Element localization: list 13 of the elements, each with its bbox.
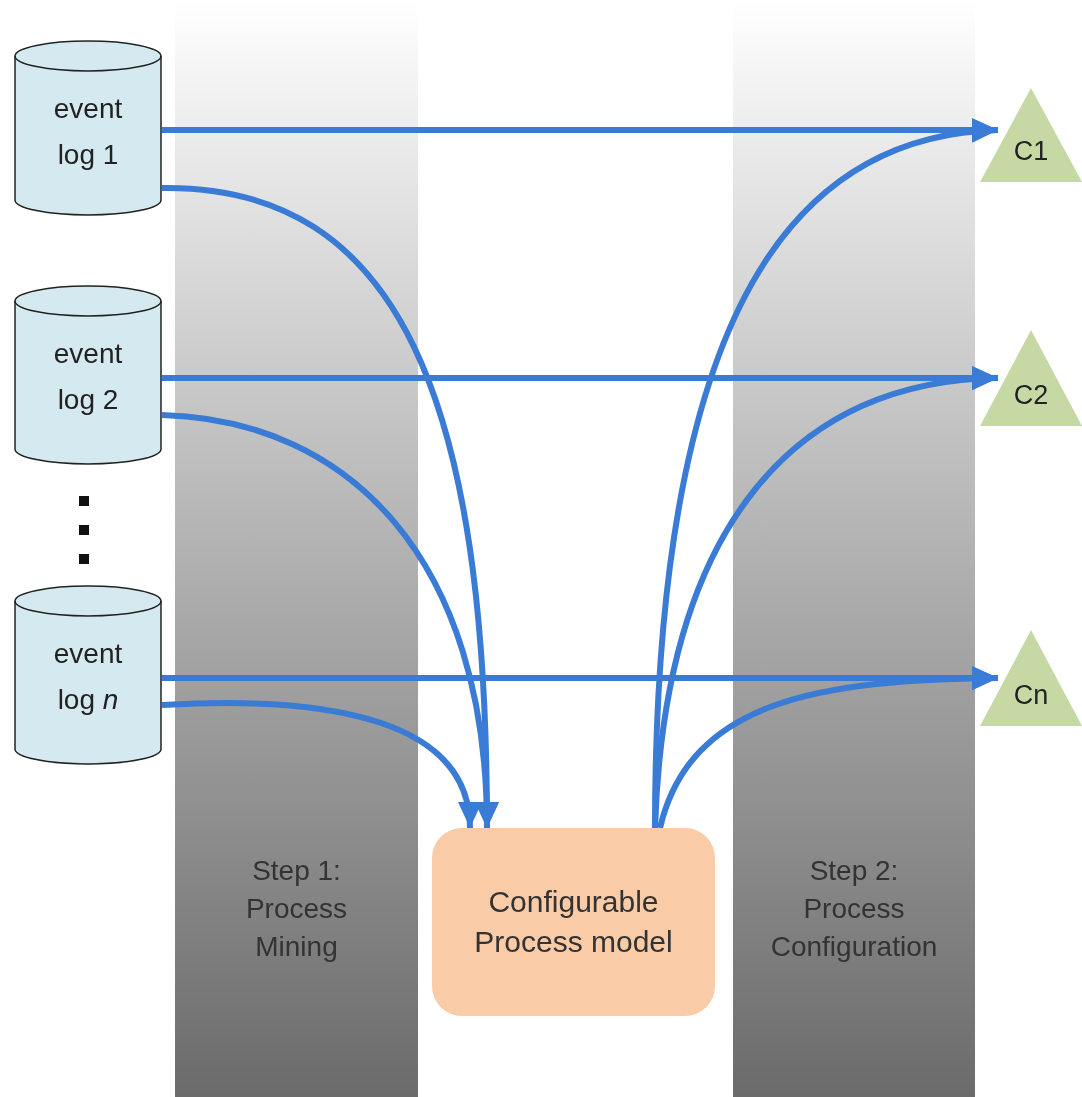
cylinder-label: event log 2 (52, 337, 124, 417)
process-label: Configurable Process model (473, 884, 674, 960)
band-label: Step 1: Process Mining (244, 854, 349, 964)
triangle-label: Cn (1013, 679, 1049, 712)
triangle-label: C1 (1013, 135, 1049, 168)
cylinder-label: event log n (52, 637, 124, 717)
process-box (432, 828, 715, 1016)
arrow (657, 666, 999, 829)
cylinder-label: event log 1 (52, 92, 124, 172)
triangle-label: C2 (1013, 379, 1049, 412)
band-label: Step 2: Process Configuration (769, 854, 939, 964)
arrow (161, 700, 479, 829)
arrow (161, 412, 498, 829)
